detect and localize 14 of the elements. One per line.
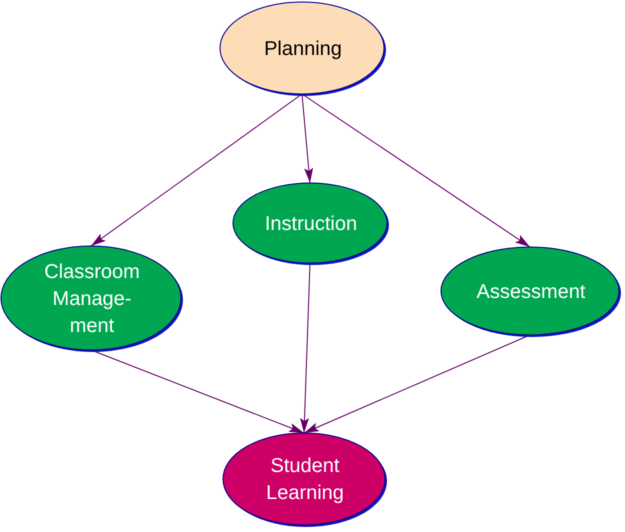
arrow [90,94,302,246]
concept-ellipse [232,182,390,266]
concept-ellipse [0,245,184,353]
arrow [302,94,530,248]
concept-label: Assessment [476,280,586,304]
concept-label: Classroom Manage- ment [43,260,141,338]
concept-ellipse [222,432,388,528]
arrow [300,262,310,434]
arrow [302,94,314,184]
concept-ellipse [440,246,622,338]
concept-ellipse [219,1,387,97]
concept-label: Student Learning [265,454,345,506]
concept-label: Planning [264,36,342,62]
concept-label: Instruction [264,212,358,236]
